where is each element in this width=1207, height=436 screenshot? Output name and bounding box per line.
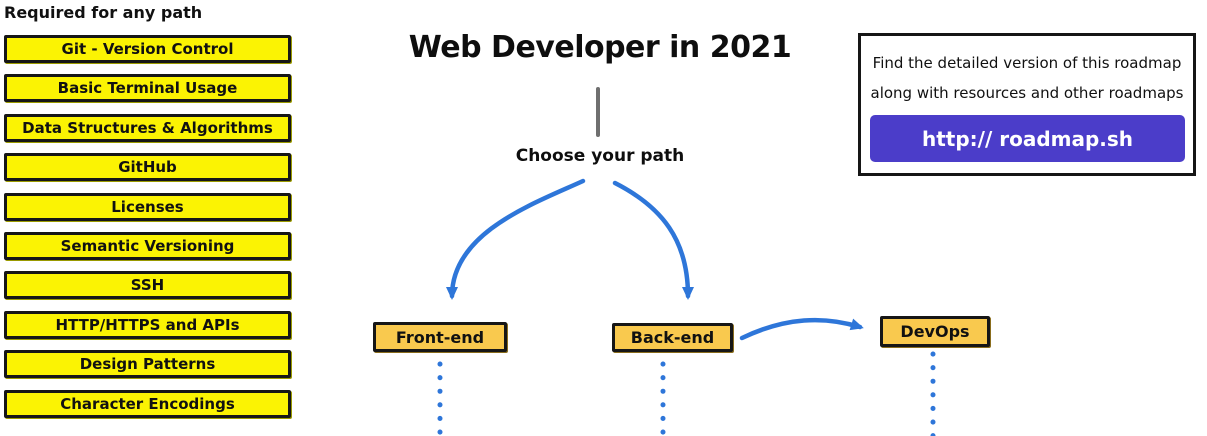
required-item-design-patterns[interactable]: Design Patterns: [4, 350, 291, 379]
arrow-backend-to-devops: [739, 317, 864, 341]
path-node-devops[interactable]: DevOps: [880, 316, 990, 347]
info-box: Find the detailed version of this roadma…: [858, 33, 1196, 176]
required-list: Git - Version Control Basic Terminal Usa…: [4, 35, 292, 418]
required-heading: Required for any path: [4, 3, 203, 22]
info-line-2: along with resources and other roadmaps: [870, 84, 1184, 102]
required-item-terminal[interactable]: Basic Terminal Usage: [4, 74, 291, 103]
required-item-licenses[interactable]: Licenses: [4, 192, 291, 221]
required-item-dsa[interactable]: Data Structures & Algorithms: [4, 113, 291, 142]
arrow-to-frontend: [446, 178, 586, 300]
required-item-http[interactable]: HTTP/HTTPS and APIs: [4, 310, 291, 339]
required-section: Required for any path Git - Version Cont…: [4, 3, 292, 418]
arrow-to-backend: [612, 180, 694, 300]
required-item-git[interactable]: Git - Version Control: [4, 35, 291, 63]
roadmap-url-button[interactable]: http:// roadmap.sh: [870, 115, 1185, 162]
path-node-backend[interactable]: Back-end: [612, 323, 733, 352]
required-item-char-encodings[interactable]: Character Encodings: [4, 389, 291, 418]
required-item-semver[interactable]: Semantic Versioning: [4, 231, 291, 260]
info-line-1: Find the detailed version of this roadma…: [872, 54, 1182, 72]
page-title: Web Developer in 2021: [408, 30, 792, 65]
path-node-frontend[interactable]: Front-end: [373, 322, 507, 352]
title-connector-line: [596, 87, 600, 137]
choose-path-label: Choose your path: [515, 146, 685, 166]
required-item-github[interactable]: GitHub: [4, 153, 291, 182]
required-item-ssh[interactable]: SSH: [4, 271, 291, 300]
